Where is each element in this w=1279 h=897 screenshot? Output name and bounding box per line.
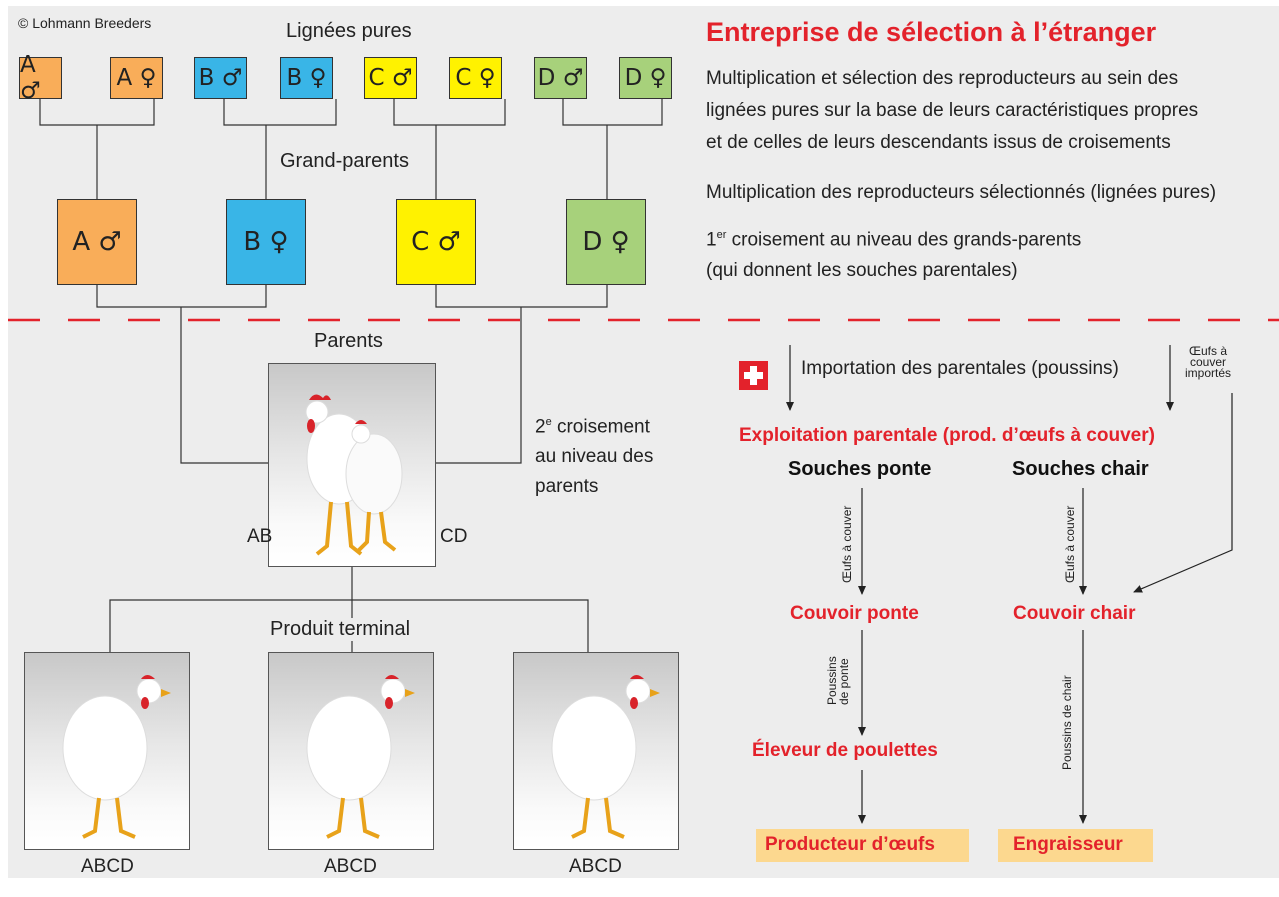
couvoir-chair: Couvoir chair: [1013, 603, 1136, 624]
hen-icon: [62, 675, 171, 839]
import-label: Importation des parentales (poussins): [801, 358, 1119, 379]
terminal-photo-1: [24, 652, 190, 850]
grandparent-b-female: B ♀: [226, 199, 306, 285]
terminal-heading: Produit terminal: [270, 618, 411, 641]
terminal-label-2: ABCD: [324, 856, 377, 877]
pure-lines-heading: Lignées pures: [286, 20, 412, 42]
eggs-couver-right-label: Œufs à couver: [1063, 505, 1077, 583]
swiss-flag-icon: [739, 361, 768, 390]
eleveur-poulettes: Éleveur de poulettes: [752, 740, 938, 761]
terminal-label-3: ABCD: [569, 856, 622, 877]
terminal-photo-2: [268, 652, 434, 850]
grandparent-c-male: C ♂: [396, 199, 476, 285]
desc-line-2: lignées pures sur la base de leurs carac…: [706, 100, 1199, 121]
pure-line-d-female: D ♀: [619, 57, 672, 99]
parents-heading: Parents: [314, 330, 383, 352]
grandparent-a-male: A ♂: [57, 199, 137, 285]
parents-photo: [268, 363, 436, 567]
souches-chair: Souches chair: [1012, 458, 1149, 480]
grandparent-d-female: D ♀: [566, 199, 646, 285]
engraisseur: Engraisseur: [1013, 834, 1123, 855]
exploitation-parentale: Exploitation parentale (prod. d’œufs à c…: [739, 425, 1155, 446]
souches-ponte: Souches ponte: [788, 458, 932, 480]
desc-line-3: et de celles de leurs descendants issus …: [706, 132, 1171, 153]
desc-line-1: Multiplication et sélection des reproduc…: [706, 68, 1179, 89]
pure-line-b-female: B ♀: [280, 57, 333, 99]
terminal-label-1: ABCD: [81, 856, 134, 877]
pure-line-d-male: D ♂: [534, 57, 587, 99]
parent-label-ab: AB: [247, 526, 273, 547]
poussins-ponte-label: Poussins de ponte: [825, 656, 851, 705]
second-cross-text: 2e croisement au niveau des parents: [535, 416, 654, 498]
grandparents-heading: Grand-parents: [280, 150, 409, 173]
eggs-couver-left-label: Œufs à couver: [840, 505, 854, 583]
pure-line-c-female: C ♀: [449, 57, 502, 99]
pure-line-b-male: B ♂: [194, 57, 247, 99]
engraisseur-highlight: [998, 829, 1153, 862]
hen-icon: [305, 394, 403, 556]
hen-icon: [306, 675, 415, 839]
imported-eggs-label: Œufs à couver importés: [1185, 344, 1232, 380]
desc-line-4: Multiplication des reproducteurs sélecti…: [706, 182, 1217, 203]
copyright-text: © Lohmann Breeders: [18, 15, 152, 31]
right-title: Entreprise de sélection à l’étranger: [706, 17, 1157, 47]
first-cross-line-1: 1er croisement au niveau des grands-pare…: [706, 229, 1082, 251]
producteur-oeufs: Producteur d’œufs: [765, 834, 935, 855]
first-cross-line-2: (qui donnent les souches parentales): [706, 260, 1018, 281]
couvoir-ponte: Couvoir ponte: [790, 603, 919, 624]
pure-line-a-male: A ♂: [19, 52, 62, 104]
hen-icon: [551, 675, 660, 839]
terminal-photo-3: [513, 652, 679, 850]
pure-line-a-female: A ♀: [110, 57, 163, 99]
parent-label-cd: CD: [440, 526, 468, 547]
pure-line-c-male: C ♂: [364, 57, 417, 99]
poussins-chair-label: Poussins de chair: [1060, 675, 1074, 770]
producteur-highlight: [756, 829, 969, 862]
